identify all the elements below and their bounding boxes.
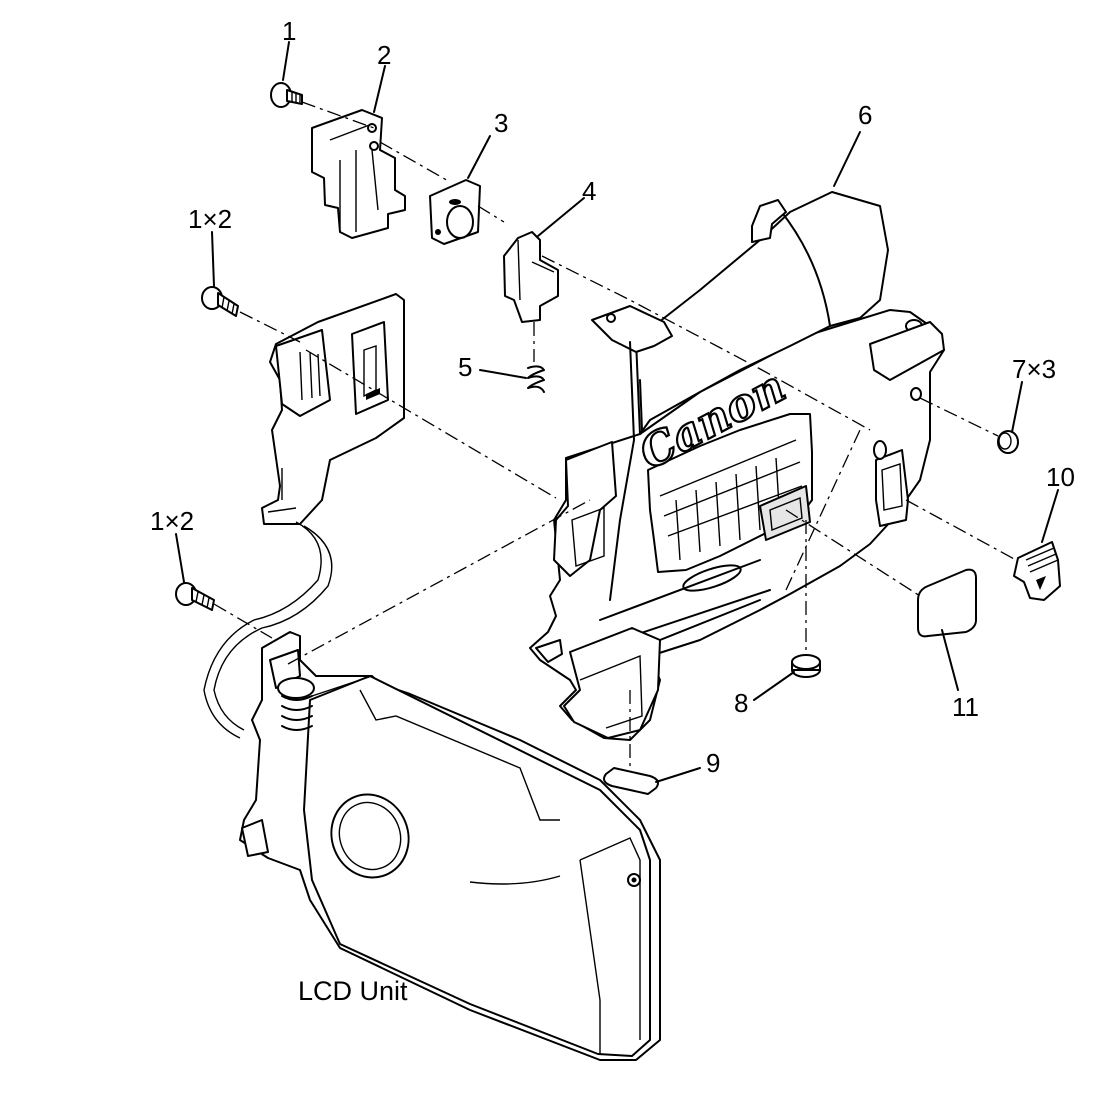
slider-part-4 bbox=[503, 231, 559, 323]
camera-body-part-6 bbox=[529, 191, 945, 741]
screw-part-1 bbox=[270, 82, 303, 108]
flex-cable bbox=[203, 521, 333, 739]
leader-lines bbox=[175, 41, 1059, 783]
screw-part-1-lower bbox=[175, 582, 215, 611]
bar-part-9 bbox=[603, 767, 659, 795]
pad-part-11 bbox=[917, 568, 977, 638]
callout-8: 8 bbox=[734, 688, 749, 718]
lcd-unit-label: LCD Unit bbox=[298, 976, 408, 1006]
callout-4: 4 bbox=[582, 176, 597, 206]
callout-3: 3 bbox=[494, 108, 509, 138]
cap-part-7 bbox=[997, 430, 1019, 454]
spring-part-5 bbox=[527, 365, 545, 393]
assembly-lines bbox=[213, 101, 1017, 766]
callout-6: 6 bbox=[858, 100, 873, 130]
lcd-unit bbox=[239, 631, 661, 1061]
callout-5: 5 bbox=[458, 352, 473, 382]
foot-part-8 bbox=[791, 654, 821, 678]
callout-1x2-upper: 1×2 bbox=[188, 204, 233, 234]
upper-hinge-plate bbox=[261, 293, 405, 525]
clip-part-10 bbox=[1013, 541, 1061, 601]
switch-plate-part-3 bbox=[429, 179, 481, 245]
screw-part-1-upper bbox=[201, 286, 239, 317]
callout-10: 10 bbox=[1046, 462, 1075, 492]
callout-9: 9 bbox=[706, 748, 721, 778]
bracket-part-2 bbox=[311, 109, 406, 239]
callout-7: 7×3 bbox=[1012, 354, 1057, 384]
callout-1x2-lower: 1×2 bbox=[150, 506, 195, 536]
callout-2: 2 bbox=[377, 40, 392, 70]
callout-1: 1 bbox=[282, 16, 297, 46]
callout-11: 11 bbox=[952, 692, 979, 722]
